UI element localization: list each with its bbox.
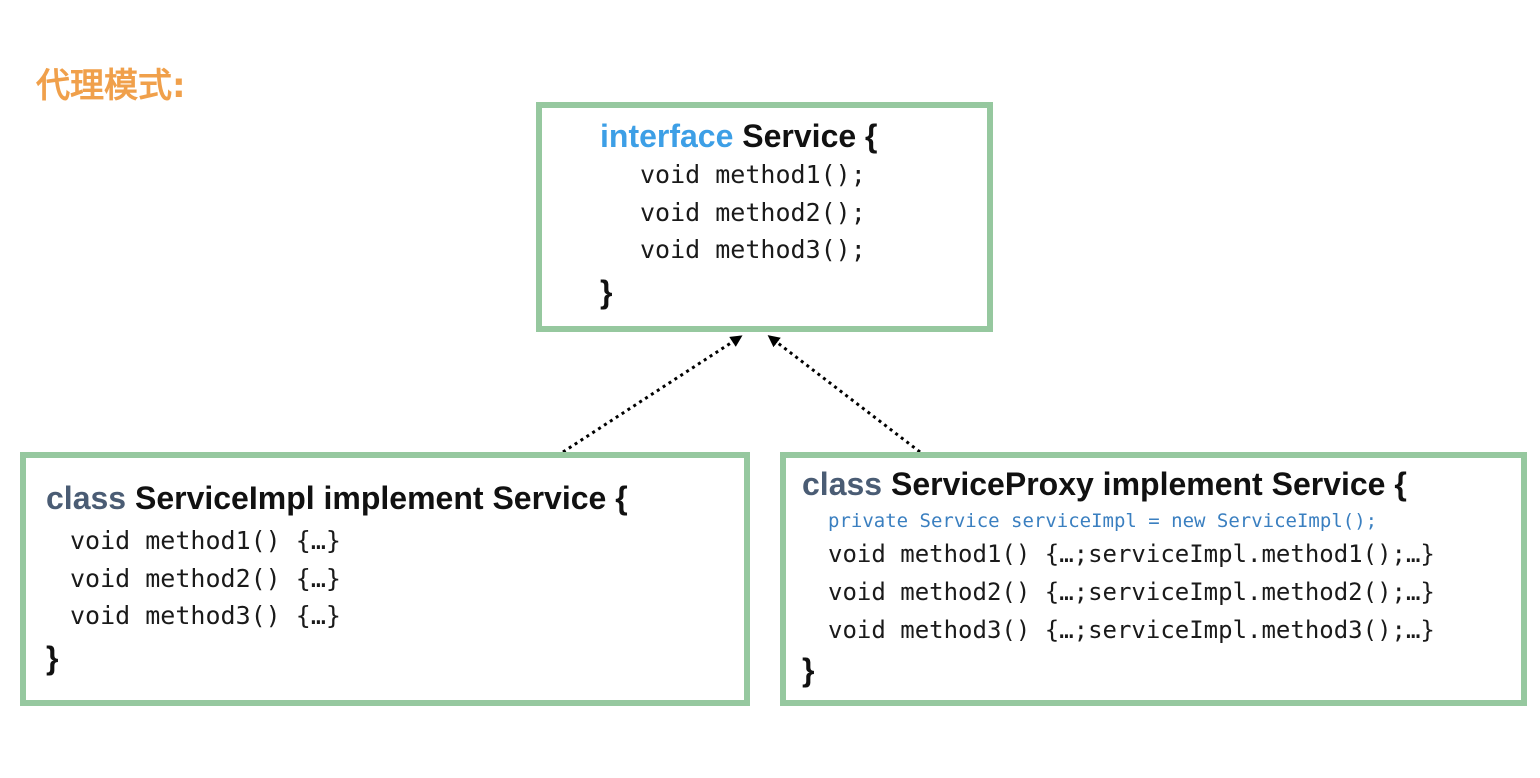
service-impl-box: class ServiceImpl implement Service { vo… xyxy=(20,452,750,706)
interface-close-brace: } xyxy=(600,274,613,310)
service-proxy-name: ServiceProxy implement Service { xyxy=(890,466,1407,502)
service-impl-method-2: void method2() {…} xyxy=(70,564,341,593)
service-proxy-method-2: void method2() {…;serviceImpl.method2();… xyxy=(828,578,1435,606)
service-proxy-class-keyword: class xyxy=(802,466,883,502)
interface-keyword: interface xyxy=(600,118,734,154)
service-proxy-box: class ServiceProxy implement Service { p… xyxy=(780,452,1527,706)
interface-header: interface Service { xyxy=(600,118,878,155)
service-proxy-method-1: void method1() {…;serviceImpl.method1();… xyxy=(828,540,1435,568)
service-proxy-method-3: void method3() {…;serviceImpl.method3();… xyxy=(828,616,1435,644)
service-proxy-header: class ServiceProxy implement Service { xyxy=(802,466,1407,503)
interface-service-box: interface Service { void method1(); void… xyxy=(536,102,993,332)
service-impl-header: class ServiceImpl implement Service { xyxy=(46,480,628,517)
interface-method-2: void method2(); xyxy=(640,198,866,227)
service-impl-close-brace: } xyxy=(46,640,59,676)
service-proxy-field: private Service serviceImpl = new Servic… xyxy=(828,510,1378,532)
interface-name: Service { xyxy=(742,118,878,154)
service-impl-name: ServiceImpl implement Service { xyxy=(134,480,628,516)
service-impl-method-1: void method1() {…} xyxy=(70,526,341,555)
service-proxy-close-brace: } xyxy=(802,652,815,688)
page-title: 代理模式: xyxy=(36,66,186,106)
interface-method-1: void method1(); xyxy=(640,160,866,189)
interface-method-3: void method3(); xyxy=(640,235,866,264)
service-impl-class-keyword: class xyxy=(46,480,127,516)
impl-to-interface-arrow xyxy=(562,335,743,454)
proxy-to-interface-arrow xyxy=(767,335,921,454)
service-impl-method-3: void method3() {…} xyxy=(70,601,341,630)
